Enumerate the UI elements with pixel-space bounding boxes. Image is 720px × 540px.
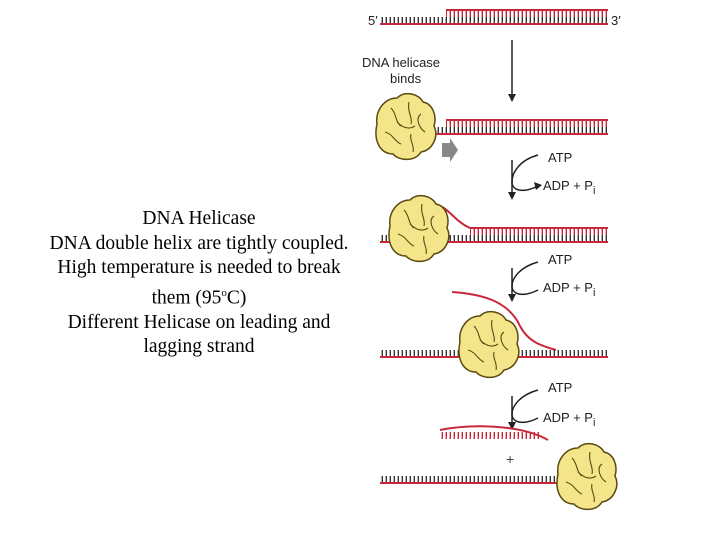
dna-duplex-initial: 5′ 3′ (368, 9, 621, 28)
helicase-binds-label-2: binds (390, 71, 422, 86)
caption-line-title: DNA Helicase (142, 208, 256, 229)
plus-sign: + (506, 451, 514, 467)
atp-cycle-arrow-3 (511, 389, 539, 424)
step-arrow-1-head (508, 94, 516, 102)
adp-pi-label-3: ADP + Pi (543, 410, 595, 429)
adp-pi-text-2: ADP + P (543, 280, 593, 295)
caption-line-4: them (95oC) (0, 281, 398, 311)
adp-pi-text-1: ADP + P (543, 178, 593, 193)
caption-line-6: lagging strand (143, 336, 255, 357)
caption-unit: C) (226, 287, 247, 308)
degree-symbol: o (221, 286, 227, 299)
caption-line-3: High temperature is needed to break (57, 257, 341, 278)
helicase-icon-4 (556, 442, 618, 511)
helicase-icon-1 (375, 92, 437, 161)
pi-subscript-3: i (593, 417, 595, 429)
helicase-icon-2 (388, 194, 450, 263)
released-strand-ticks (440, 432, 540, 439)
bottom-strand-ticks (380, 17, 608, 24)
bottom-ticks-2 (380, 235, 608, 242)
gray-step-arrow-icon (442, 138, 458, 162)
helicase-binds-label-1: DNA helicase (362, 55, 440, 70)
top-ticks-2 (470, 228, 608, 235)
pi-subscript-1: i (593, 185, 595, 197)
caption-text: DNA Helicase DNA double helix are tightl… (0, 207, 398, 360)
three-prime-label: 3′ (611, 13, 621, 28)
helicase-icon-3 (458, 310, 520, 379)
top-ticks-1 (446, 120, 608, 127)
top-strand-ticks (446, 10, 608, 17)
bottom-ticks-4 (380, 476, 608, 483)
adp-pi-label-1: ADP + Pi (543, 178, 595, 197)
caption-line-5: Different Helicase on leading and (67, 311, 331, 333)
peeled-strand-2 (439, 205, 608, 229)
five-prime-label: 5′ (368, 13, 378, 28)
atp-label-1: ATP (548, 150, 572, 165)
atp-label-3: ATP (548, 380, 572, 395)
atp-cycle-arrow-1 (511, 154, 539, 192)
bottom-ticks-1 (380, 127, 608, 134)
atp-label-2: ATP (548, 252, 572, 267)
peeled-strand-3 (451, 291, 557, 351)
caption-line-4-text: them (95 (151, 287, 222, 308)
atp-cycle-arrow-2 (511, 261, 539, 296)
atp-cycle-arrow-1-head (534, 182, 542, 190)
atp-cycle-down-3-head (508, 422, 516, 430)
atp-cycle-down-1-head (508, 192, 516, 200)
adp-pi-label-2: ADP + Pi (543, 280, 595, 299)
caption-line-2: DNA double helix are tightly coupled. (49, 232, 349, 254)
pi-subscript-2: i (593, 287, 595, 299)
atp-cycle-down-2-head (508, 294, 516, 302)
adp-pi-text-3: ADP + P (543, 410, 593, 425)
